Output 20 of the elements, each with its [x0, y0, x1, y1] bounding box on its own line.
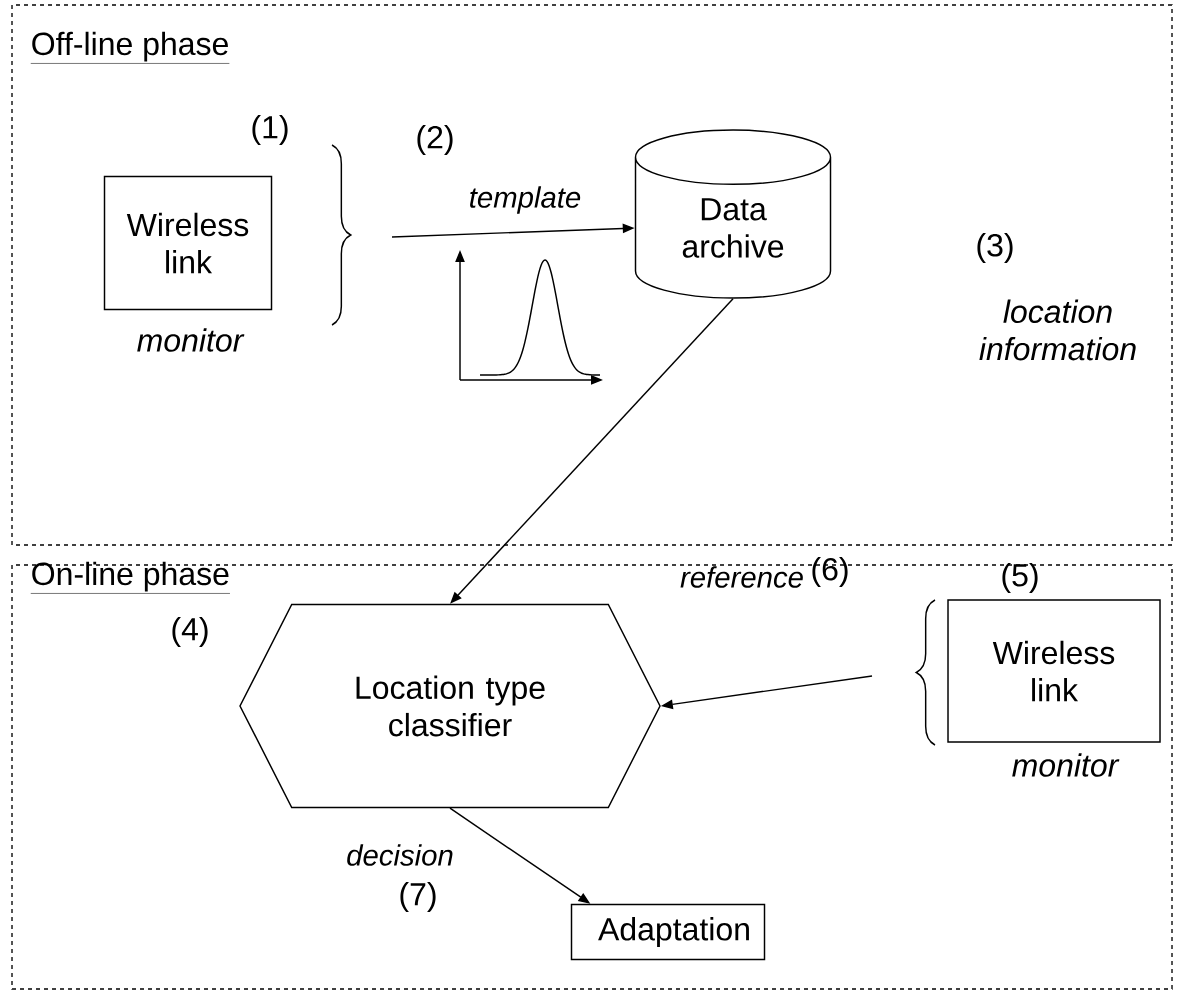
step-number: (5) [1002, 563, 1038, 593]
process-box: Wireless link [103, 175, 273, 311]
step-number: (1) [252, 115, 288, 145]
step-number: (4) [172, 617, 208, 647]
edge-label: template [470, 186, 581, 214]
process-box: Wireless link [947, 599, 1161, 743]
classifier-hexagon: Location type classifier [239, 603, 661, 809]
database-cylinder: Data archive [634, 129, 832, 299]
panel-heading: Off-line phase [30, 31, 230, 64]
step-number: (6) [812, 557, 848, 587]
annotation-text: monitor [1012, 753, 1120, 777]
annotation-text: location information [979, 299, 1136, 361]
annotation-text: monitor [137, 328, 245, 352]
edge-label: reference [680, 566, 803, 588]
panel-heading: On-line phase [30, 561, 231, 594]
step-number: (7) [400, 882, 436, 912]
process-box: Adaptation [570, 903, 766, 961]
edge-label: decision [347, 844, 453, 866]
step-number: (2) [417, 125, 453, 155]
step-number: (3) [977, 233, 1013, 263]
